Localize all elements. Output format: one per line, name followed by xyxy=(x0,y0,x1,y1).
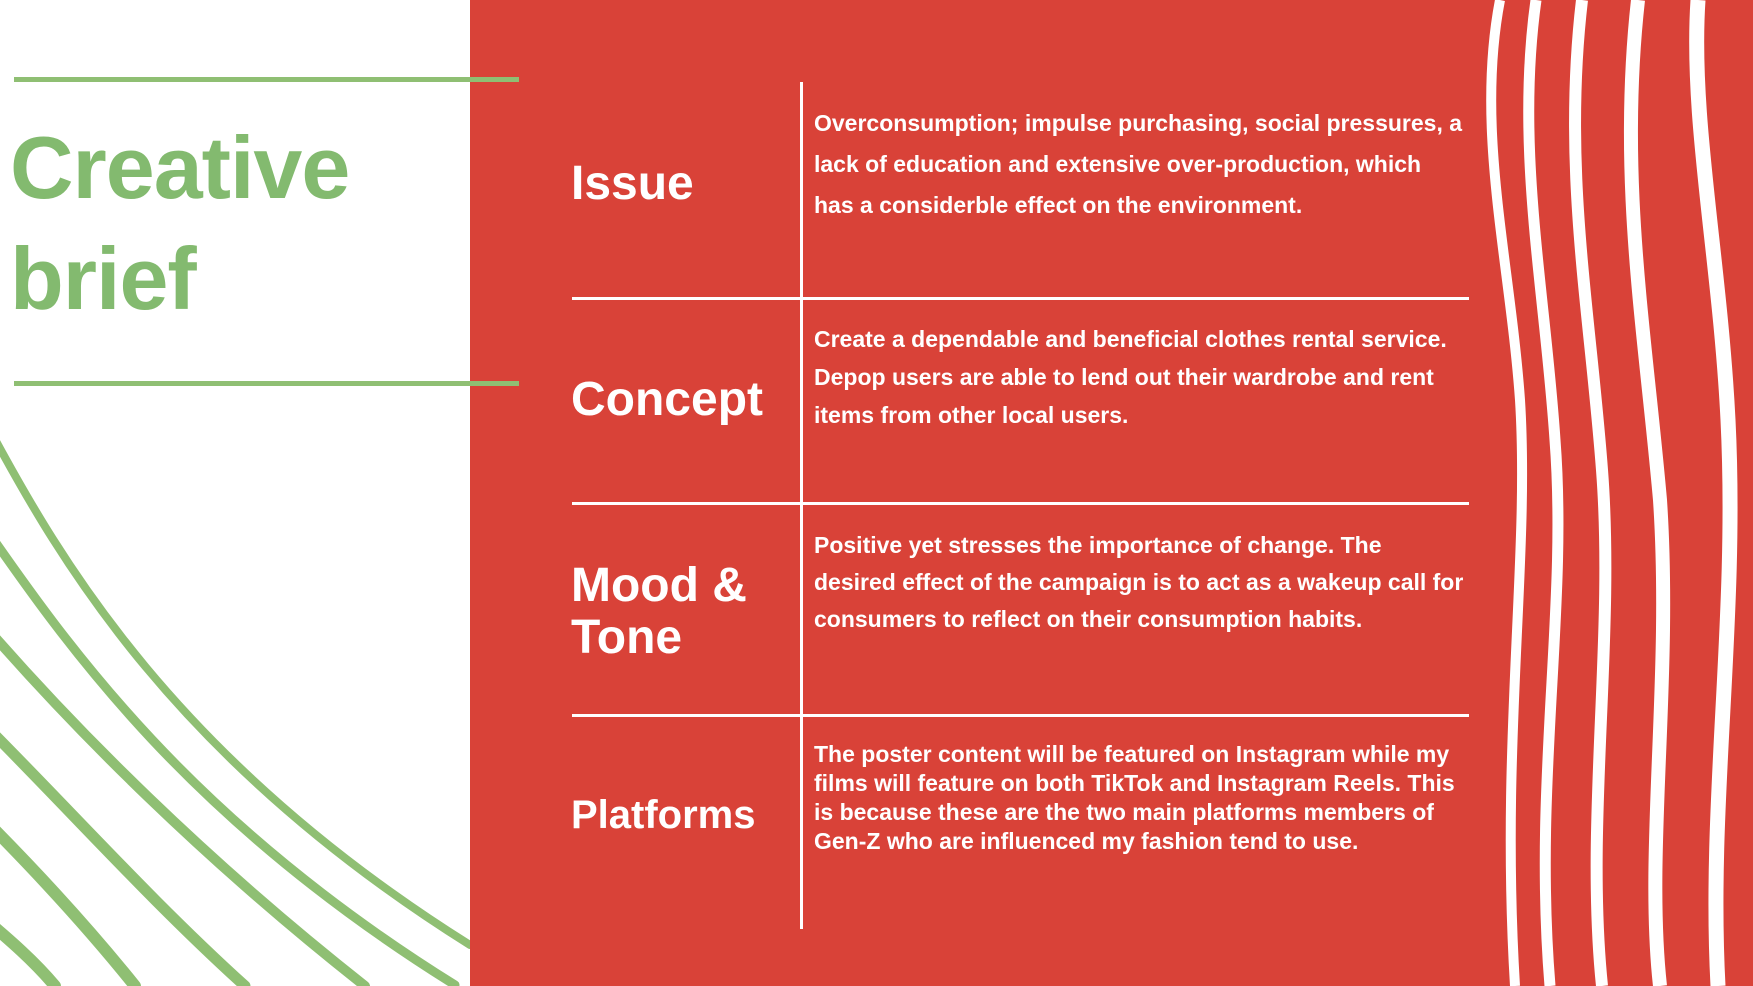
platforms-description: The poster content will be featured on I… xyxy=(814,741,1455,854)
green-wave-decoration xyxy=(0,440,470,986)
concept-label: Concept xyxy=(571,373,763,426)
issue-description: Overconsumption; impulse purchasing, soc… xyxy=(814,110,1463,218)
white-wave-decoration xyxy=(1486,0,1738,986)
brief-content-panel xyxy=(470,0,1753,986)
brief-vertical-divider xyxy=(800,82,803,929)
platforms-label: Platforms xyxy=(571,793,756,837)
concept-description: Create a dependable and beneficial cloth… xyxy=(814,326,1447,428)
issue-label: Issue xyxy=(571,157,694,210)
mood-tone-label: Mood & Tone xyxy=(571,559,747,664)
slide-title-line-2: brief xyxy=(10,229,197,328)
brief-row-divider xyxy=(572,297,1469,300)
slide-title-line-1: Creative xyxy=(10,118,350,217)
left-title-panel xyxy=(0,0,470,986)
title-top-rule xyxy=(14,77,519,82)
title-bottom-rule xyxy=(14,381,519,386)
brief-row-divider xyxy=(572,714,1469,717)
brief-row-divider xyxy=(572,502,1469,505)
mood-tone-description: Positive yet stresses the importance of … xyxy=(814,532,1464,632)
